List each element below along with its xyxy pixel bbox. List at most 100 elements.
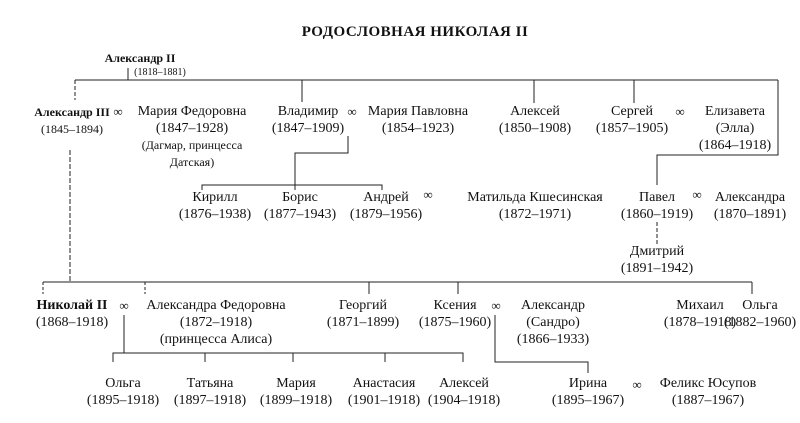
person-name: Александр III xyxy=(34,105,110,119)
person-note: Датская) xyxy=(169,155,215,169)
person-name: Георгий xyxy=(339,298,387,313)
person-mikhail: Михаил (1878–1918) xyxy=(664,297,736,331)
person-felix-yusupov: Феликс Юсупов (1887–1967) xyxy=(660,375,756,409)
person-years: (1871–1899) xyxy=(326,315,400,330)
connector-nicholas-children xyxy=(112,315,464,362)
person-name: Андрей xyxy=(363,190,409,205)
person-name: Ольга xyxy=(742,298,778,313)
person-alexandra-fedorovna: Александра Федоровна (1872–1918) (принце… xyxy=(146,297,285,348)
person-years: (1895–1967) xyxy=(551,393,625,408)
person-name: Александр II xyxy=(104,51,176,65)
person-name: Александра xyxy=(714,190,786,205)
person-name: Матильда Кшесинская xyxy=(467,190,603,205)
person-years: (1860–1919) xyxy=(620,207,694,222)
person-name: Алексей xyxy=(510,104,560,119)
person-alias: (Сандро) xyxy=(526,315,580,330)
person-maria-nikolaevna: Мария (1899–1918) xyxy=(260,375,332,409)
person-years: (1847–1928) xyxy=(155,121,229,136)
person-years: (1854–1923) xyxy=(381,121,455,136)
person-years: (1899–1918) xyxy=(259,393,333,408)
marriage-icon: ∞ xyxy=(692,187,702,202)
person-years: (1845–1894) xyxy=(40,122,103,136)
person-name: Ксения xyxy=(433,298,477,313)
person-tatiana: Татьяна (1897–1918) xyxy=(174,375,246,409)
person-years: (1882–1960) xyxy=(723,315,797,330)
person-name: Михаил xyxy=(676,298,724,313)
person-name: Мария Федоровна xyxy=(137,104,247,119)
person-years: (1818–1881) xyxy=(134,67,186,78)
person-ksenia: Ксения (1875–1960) xyxy=(419,297,491,331)
person-name: Ольга xyxy=(105,376,141,391)
person-years: (1875–1960) xyxy=(418,315,492,330)
person-maria-pavlovna: Мария Павловна (1854–1923) xyxy=(368,103,468,137)
person-note: (принцесса Алиса) xyxy=(159,332,273,347)
person-olga-nikolaevna: Ольга (1895–1918) xyxy=(87,375,159,409)
person-name: Анастасия xyxy=(352,376,416,391)
person-anastasia: Анастасия (1901–1918) xyxy=(348,375,420,409)
connector-pavel xyxy=(656,80,779,185)
person-kirill: Кирилл (1876–1938) xyxy=(179,189,251,223)
person-olga-alexandrovna: Ольга (1882–1960) xyxy=(724,297,796,331)
person-andrei: Андрей (1879–1956) xyxy=(350,189,422,223)
person-years: (1870–1891) xyxy=(713,207,787,222)
person-name: Татьяна xyxy=(186,376,234,391)
person-years: (1895–1918) xyxy=(86,393,160,408)
person-name: Елизавета xyxy=(704,104,766,119)
person-boris: Борис (1877–1943) xyxy=(264,189,336,223)
person-dmitry: Дмитрий (1891–1942) xyxy=(621,243,693,277)
person-note: (Дагмар, принцесса xyxy=(141,138,243,152)
person-years: (1878–1918) xyxy=(663,315,737,330)
marriage-icon: ∞ xyxy=(491,298,501,313)
person-years: (1847–1909) xyxy=(271,121,345,136)
marriage-icon: ∞ xyxy=(347,104,357,119)
person-vladimir: Владимир (1847–1909) xyxy=(272,103,344,137)
person-irina: Ирина (1895–1967) xyxy=(552,375,624,409)
person-name: Феликс Юсупов xyxy=(659,376,757,391)
person-nicholas2: Николай II (1868–1918) xyxy=(36,297,108,331)
person-years: (1901–1918) xyxy=(347,393,421,408)
person-years: (1872–1918) xyxy=(179,315,253,330)
marriage-icon: ∞ xyxy=(632,377,642,392)
person-georgy: Георгий (1871–1899) xyxy=(327,297,399,331)
person-years: (1887–1967) xyxy=(671,393,745,408)
person-name: Ирина xyxy=(568,376,608,391)
person-matilda: Матильда Кшесинская (1872–1971) xyxy=(467,189,602,223)
marriage-icon: ∞ xyxy=(113,104,123,119)
person-alexander-sandro: Александр (Сандро) (1866–1933) xyxy=(517,297,589,348)
person-elizaveta: Елизавета (Элла) (1864–1918) xyxy=(699,103,771,154)
marriage-icon: ∞ xyxy=(423,187,433,202)
person-name: Мария Павловна xyxy=(367,104,469,119)
person-alias: (Элла) xyxy=(715,121,755,136)
person-name: Сергей xyxy=(610,104,653,119)
person-years: (1868–1918) xyxy=(35,315,109,330)
person-name: Дмитрий xyxy=(629,244,685,259)
person-years: (1857–1905) xyxy=(595,121,669,136)
person-years: (1864–1918) xyxy=(698,138,772,153)
person-years: (1879–1956) xyxy=(349,207,423,222)
person-years: (1876–1938) xyxy=(178,207,252,222)
person-alexander2: Александр II (1818–1881) xyxy=(94,50,186,79)
person-name: Кирилл xyxy=(192,190,238,205)
marriage-icon: ∞ xyxy=(675,104,685,119)
person-alexei-nikolaevich: Алексей (1904–1918) xyxy=(428,375,500,409)
person-sergei: Сергей (1857–1905) xyxy=(596,103,668,137)
person-name: Александра Федоровна xyxy=(146,298,286,313)
person-name: Владимир xyxy=(277,104,339,119)
connector-vladimir-children xyxy=(201,136,383,190)
person-years: (1897–1918) xyxy=(173,393,247,408)
person-alexandra-pavel: Александра (1870–1891) xyxy=(714,189,786,223)
person-years: (1891–1942) xyxy=(620,261,694,276)
person-alexander3: Александр III (1845–1894) xyxy=(34,104,109,138)
connector-irina xyxy=(494,315,589,373)
person-name: Николай II xyxy=(36,298,108,313)
person-years: (1850–1908) xyxy=(498,121,572,136)
marriage-icon: ∞ xyxy=(119,298,129,313)
person-years: (1872–1971) xyxy=(498,207,572,222)
person-name: Мария xyxy=(276,376,316,391)
person-pavel: Павел (1860–1919) xyxy=(621,189,693,223)
person-name: Алексей xyxy=(439,376,489,391)
connector-alexander2 xyxy=(75,68,778,81)
person-years: (1866–1933) xyxy=(516,332,590,347)
